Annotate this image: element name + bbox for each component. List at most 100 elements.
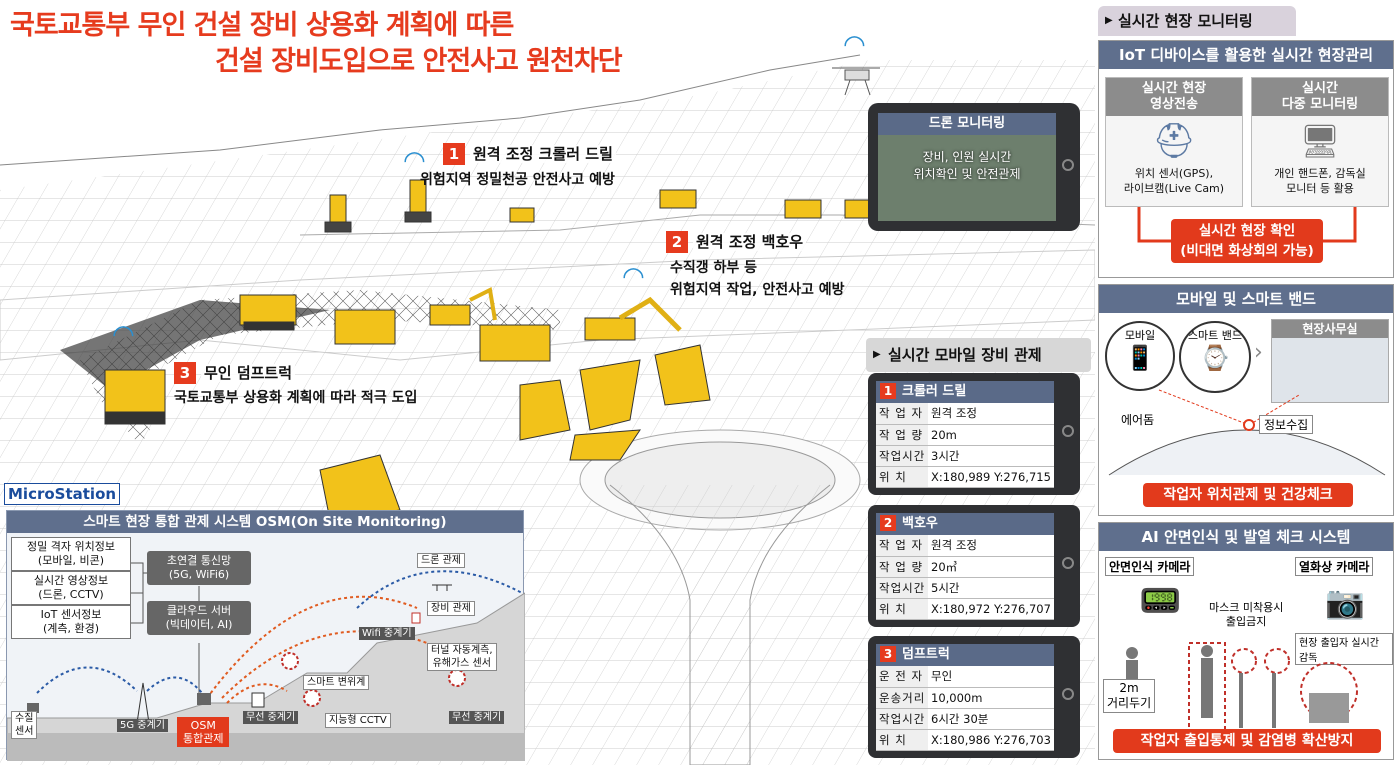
card-number: 3 [880,646,896,662]
input-iot: IoT 센서정보 (계측, 환경) [11,605,131,639]
box-body: 모니터 등 활용 [1286,182,1354,195]
input-video: 실시간 영상정보 (드론, CCTV) [11,571,131,605]
row-value: X:180,989 Y:276,715 [928,466,1054,488]
tablet-home-button [1062,159,1074,171]
realtime-tab: 실시간 현장 모니터링 [1098,6,1296,36]
card-title: 백호우 [902,516,938,531]
drone-control-label: 드론 관제 [417,553,465,568]
wifi-icon: ◠ [622,262,645,292]
distance-label: 2m 거리두기 [1103,679,1156,713]
water-line: 센서 [15,726,34,737]
row-key: 작 업 량 [876,556,928,578]
cloud-box: 클라우드 서버 (빅데이터, AI) [147,601,251,635]
wifi-icon: ◠ [403,146,426,176]
realtime-result: 실시간 현장 확인 (비대면 화상회의 가능) [1171,219,1323,263]
phone-home-button [1062,557,1074,569]
tablet-body-line: 위치확인 및 안전관제 [913,167,1021,181]
box-body: 위치 센서(GPS), [1134,167,1214,180]
wifi-icon: ◠ [843,30,866,60]
chevron-right-icon: › [1254,340,1263,365]
tablet-body: 장비, 인원 실시간 위치확인 및 안전관제 [878,135,1056,183]
phone-home-button [1062,425,1074,437]
row-key: 운 전 자 [876,666,928,688]
row-key: 작업시간 [876,445,928,467]
box-title: 실시간 현장 [1141,81,1207,96]
row-value: 무인 [928,666,1054,688]
input-line: (모바일, 비콘) [37,554,105,567]
wireless-repeater-label: 무선 중계기 [449,711,505,724]
row-value: 6시간 30분 [928,708,1054,730]
callout-number: 1 [443,143,465,165]
supervise-label: 현장 출입자 실시간 감독 [1295,633,1393,665]
network-line: (5G, WiFi6) [168,568,230,581]
result-line: 실시간 현장 확인 [1198,223,1296,239]
tablet-screen: 드론 모니터링 장비, 인원 실시간 위치확인 및 안전관제 [878,113,1056,221]
box-body: 개인 핸드폰, 감독실 [1274,167,1366,180]
band-label: 스마트 밴드 [1187,329,1243,342]
box-body: 라이브캠(Live Cam) [1123,182,1225,195]
microstation-logo: MicroStation [4,483,121,505]
title-line-1: 국토교통부 무인 건설 장비 상용화 계획에 따른 [10,10,514,41]
5g-repeater-label: 5G 중계기 [117,719,168,732]
helmet-icon: ⛑ [1152,121,1196,161]
mobile-panel-header: 실시간 모바일 장비 관제 [866,338,1091,372]
cctv-label: 지능형 CCTV [325,713,391,728]
card-title: 크롤러 드릴 [902,384,967,399]
input-line: 실시간 영상정보 [33,574,109,587]
box-title: 영상전송 [1150,97,1198,112]
card-title: 덤프트럭 [902,647,950,662]
title-line-2: 건설 장비도입으로 안전사고 원천차단 [215,46,623,77]
callout-title: 원격 조정 백호우 [693,233,807,251]
osm-header: 스마트 현장 통합 관제 시스템 OSM(On Site Monitoring) [7,511,523,533]
page-title: 국토교통부 무인 건설 장비 상용화 계획에 따른 건설 장비도입으로 안전사고… [10,8,623,80]
callout-number: 3 [174,362,196,384]
card-number: 1 [880,383,896,399]
row-key: 위 치 [876,466,928,488]
tablet-header: 드론 모니터링 [878,113,1056,135]
mask-notice: 마스크 미착용시 출입금지 [1209,601,1283,629]
card-number: 2 [880,515,896,531]
row-key: 작 업 자 [876,403,928,425]
ai-panel: AI 안면인식 및 발열 체크 시스템 안면인식 카메라 열화상 카메라 📟 📷… [1098,522,1394,760]
tunnel-sensor-label: 터널 자동계측, 유해가스 센서 [427,643,497,671]
network-line: 초연결 통신망 [166,554,232,567]
osm-panel: 스마트 현장 통합 관제 시스템 OSM(On Site Monitoring)… [6,510,525,761]
water-line: 수질 [15,713,34,724]
wifi-icon: ◠ [112,320,135,350]
smartband-panel: 모바일 및 스마트 밴드 모바일 📱 스마트 밴드 ⌚ › 현장사무실 에어돔 … [1098,284,1394,516]
callout-desc: 위험지역 작업, 안전사고 예방 [670,282,845,298]
office-label: 현장사무실 [1272,320,1388,338]
row-value: 3시간 [928,445,1054,467]
result-line: (비대면 화상회의 가능) [1180,243,1314,259]
watch-icon: ⌚ [1200,344,1230,372]
callout-desc: 국토교통부 상용화 계획에 따라 적극 도입 [174,390,418,406]
row-key: 작 업 량 [876,424,928,446]
callout-title: 무인 덤프트럭 [201,364,296,382]
phone-home-button [1062,688,1074,700]
row-value: X:180,972 Y:276,707 [928,598,1054,620]
face-camera-label: 안면인식 카메라 [1105,557,1195,576]
ai-result: 작업자 출입통제 및 감염병 확산방지 [1113,729,1381,753]
row-key: 위 치 [876,729,928,751]
callout-desc: 수직갱 하부 등 [670,260,758,276]
wifi-repeater-label: Wifi 중계기 [359,627,415,640]
realtime-header: IoT 디바이스를 활용한 실시간 현장관리 [1099,41,1393,69]
distance-line: 2m [1119,681,1139,695]
